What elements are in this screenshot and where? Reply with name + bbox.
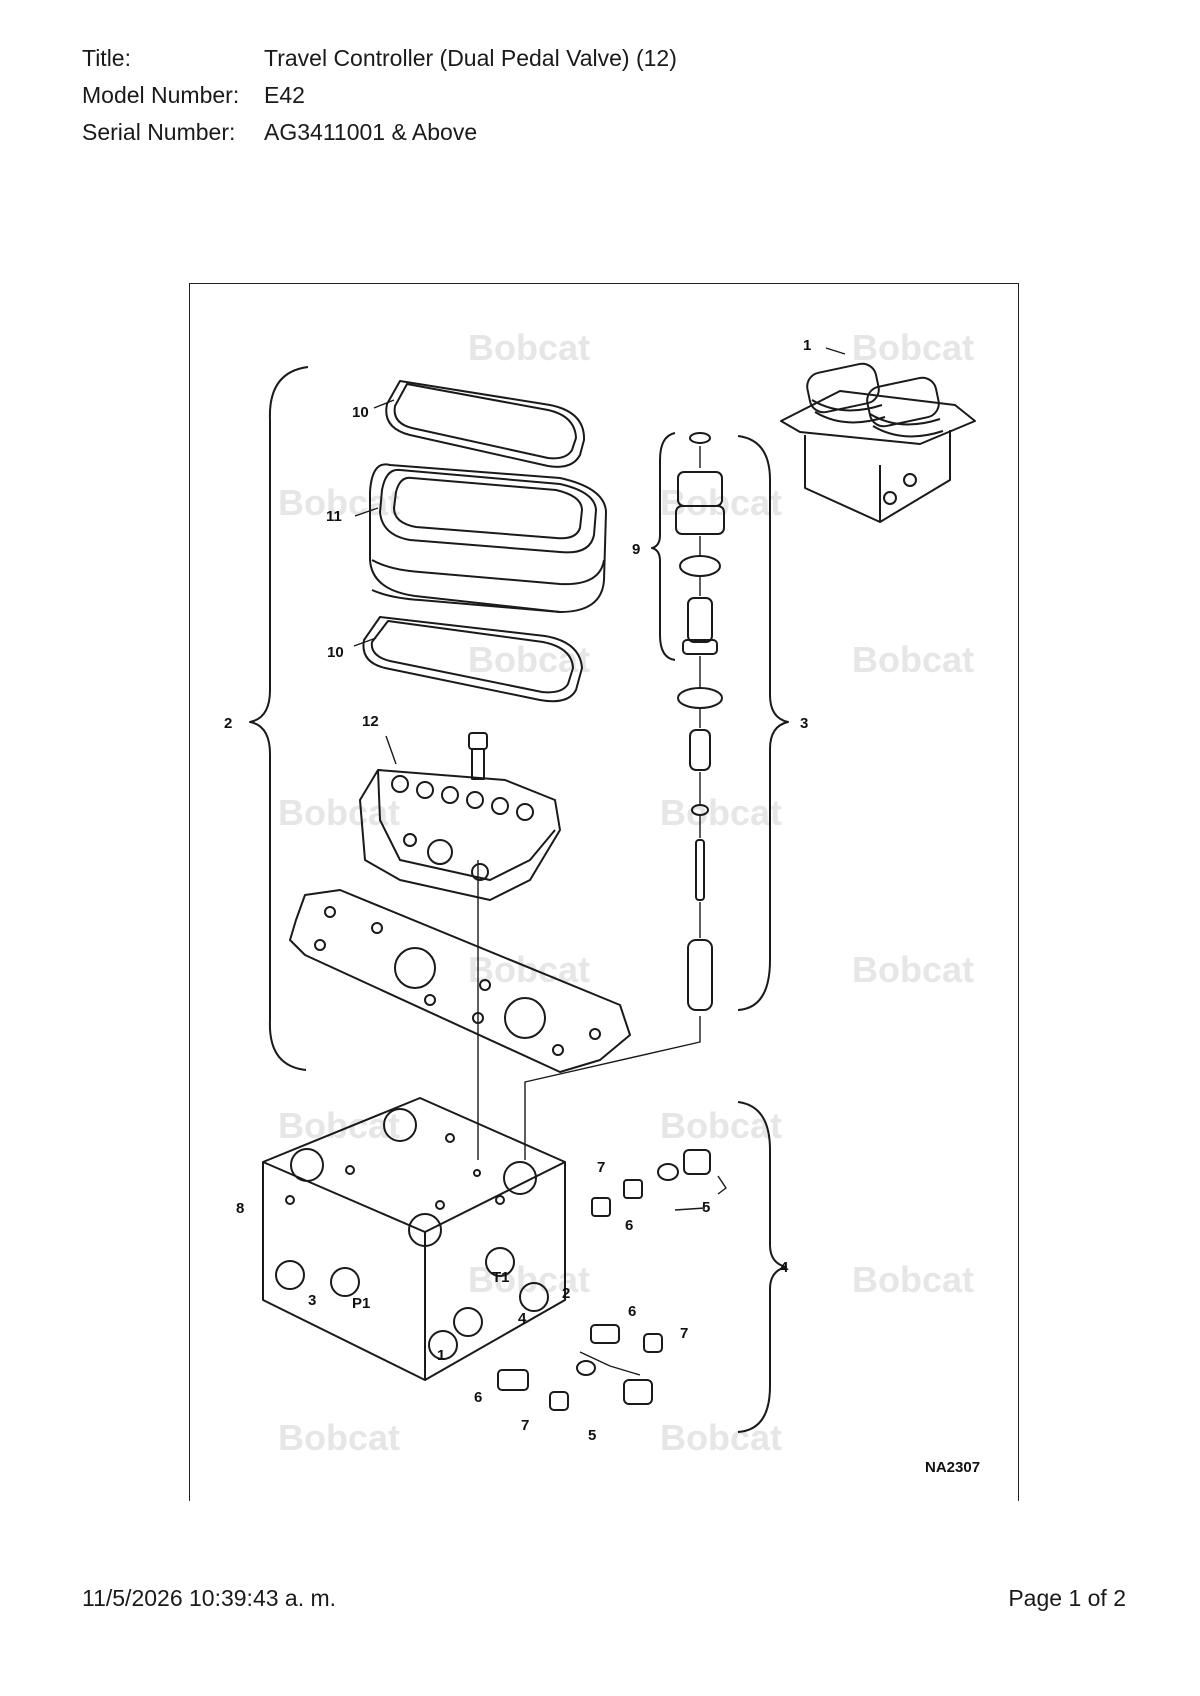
page-number: Page 1 of 2 <box>1008 1585 1126 1611</box>
serial-number-label: Serial Number: <box>82 119 236 145</box>
watermark: Bobcat <box>660 792 782 833</box>
title-row: Title: Travel Controller (Dual Pedal Val… <box>82 40 677 77</box>
watermark: Bobcat <box>278 1417 400 1458</box>
callout-9: 9 <box>632 541 640 558</box>
print-timestamp: 11/5/2026 10:39:43 a. m. <box>82 1585 337 1611</box>
callout-7: 7 <box>521 1417 529 1434</box>
callout-6: 6 <box>625 1217 633 1234</box>
brace-item-2 <box>249 366 309 1071</box>
callout-2: 2 <box>224 715 232 732</box>
model-number-value: E42 <box>264 82 305 108</box>
callout-10: 10 <box>327 644 344 661</box>
callout-4: 4 <box>780 1259 789 1276</box>
callout-3: 3 <box>800 715 808 732</box>
callouts: 1 2 3 4 5 5 6 6 6 7 7 7 8 9 10 10 11 12 … <box>224 337 980 1476</box>
port-label: 3 <box>308 1292 316 1309</box>
watermark: Bobcat <box>468 1259 590 1300</box>
leader-lines <box>353 347 846 1376</box>
diagram-frame <box>189 283 1019 1501</box>
gasket-bottom <box>362 616 583 703</box>
port-label: P1 <box>352 1295 370 1312</box>
callout-5: 5 <box>588 1427 596 1444</box>
watermark: Bobcat <box>278 1105 400 1146</box>
brace-item-9 <box>651 432 676 661</box>
port-labels: T1 P1 3 1 2 4 <box>308 1269 570 1364</box>
model-number-row: Model Number: E42 <box>82 77 677 114</box>
callout-1: 1 <box>803 337 811 354</box>
figure-id: NA2307 <box>925 1459 980 1476</box>
serial-number-value: AG3411001 & Above <box>264 119 478 145</box>
callout-7: 7 <box>680 1325 688 1342</box>
gasket-top <box>385 380 586 468</box>
watermark: Bobcat <box>852 1259 974 1300</box>
callout-11: 11 <box>326 508 342 525</box>
callout-6: 6 <box>628 1303 636 1320</box>
gasket-plate <box>289 889 631 1073</box>
pedal-plate <box>359 769 561 901</box>
watermark: Bobcat <box>468 949 590 990</box>
callout-12: 12 <box>362 713 379 730</box>
brace-item-3 <box>737 435 789 1011</box>
watermark: Bobcat <box>660 1417 782 1458</box>
rubber-boot <box>369 463 607 613</box>
port-label: 1 <box>437 1347 445 1364</box>
watermark: Bobcat <box>278 792 400 833</box>
callout-6: 6 <box>474 1389 482 1406</box>
watermark: Bobcat <box>852 949 974 990</box>
watermark: Bobcat <box>852 327 974 368</box>
brace-item-4 <box>737 1101 787 1433</box>
fittings <box>497 1149 711 1411</box>
port-label: 4 <box>518 1310 527 1327</box>
valve-body <box>262 1097 566 1381</box>
callout-8: 8 <box>236 1200 244 1217</box>
port-label: T1 <box>492 1269 510 1286</box>
callout-7: 7 <box>597 1159 605 1176</box>
document-header: Title: Travel Controller (Dual Pedal Val… <box>82 40 677 151</box>
serial-number-row: Serial Number: AG3411001 & Above <box>82 114 677 151</box>
watermarks: Bobcat Bobcat Bobcat Bobcat Bobcat Bobca… <box>278 327 974 1458</box>
title-label: Title: <box>82 45 131 71</box>
watermark: Bobcat <box>852 639 974 680</box>
pedal-valve-assembly <box>780 362 976 523</box>
model-number-label: Model Number: <box>82 82 240 108</box>
watermark: Bobcat <box>468 327 590 368</box>
bolt <box>468 732 488 780</box>
watermark: Bobcat <box>660 1105 782 1146</box>
port-label: 2 <box>562 1285 570 1302</box>
callout-10: 10 <box>352 404 369 421</box>
callout-5: 5 <box>702 1199 710 1216</box>
title-value: Travel Controller (Dual Pedal Valve) (12… <box>264 45 677 71</box>
